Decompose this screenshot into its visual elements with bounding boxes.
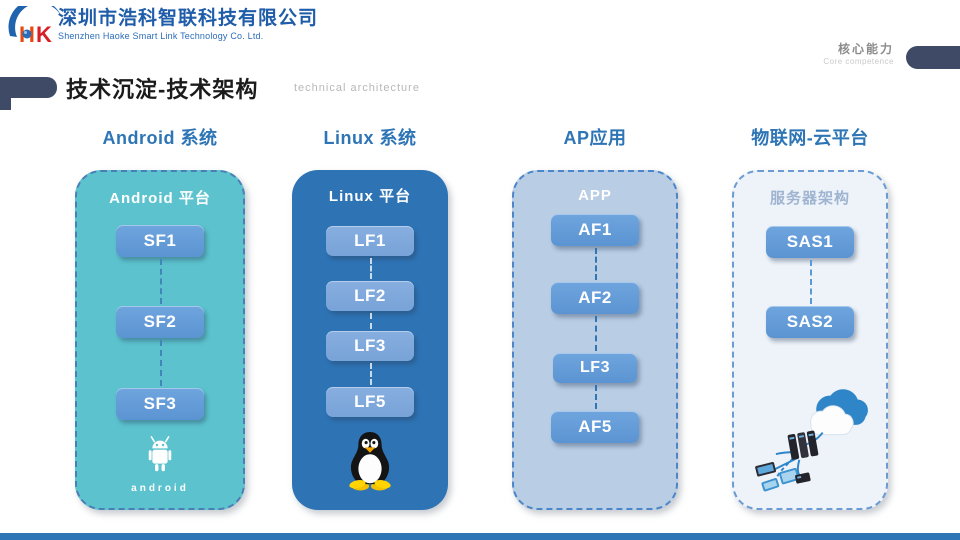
- title-square-shape: [0, 97, 11, 110]
- title-pill-shape: [0, 77, 57, 98]
- connector-line: [160, 259, 162, 304]
- connector-line: [595, 248, 597, 280]
- section-label-cn: 核心能力: [837, 42, 894, 56]
- arch-node-af2: AF2: [551, 282, 639, 314]
- android-robot-icon: [148, 436, 172, 472]
- logo-swoosh-icon: H K: [8, 0, 62, 47]
- column-header-iot: 物联网-云平台: [751, 128, 869, 148]
- connector-line: [370, 363, 372, 385]
- panel-title-ap: APP: [578, 187, 612, 204]
- arch-node-lf3: LF3: [326, 331, 414, 361]
- column-header-ap: AP应用: [563, 128, 627, 148]
- connector-line: [370, 258, 372, 279]
- arch-node-af1: AF1: [551, 214, 639, 246]
- column-header-android: Android 系统: [102, 128, 218, 148]
- arch-node-sas1: SAS1: [766, 226, 854, 258]
- linux-logo-block: [292, 428, 448, 497]
- arch-node-sf1: SF1: [116, 225, 204, 257]
- footer-bar: [0, 533, 960, 540]
- arch-node-sf2: SF2: [116, 306, 204, 338]
- connector-line: [595, 316, 597, 351]
- section-label: 核心能力 Core competence: [823, 42, 894, 67]
- arch-node-lf5: LF5: [326, 387, 414, 417]
- column-header-linux: Linux 系统: [323, 128, 417, 148]
- tux-penguin-icon: [349, 431, 391, 491]
- cloud-network-icon: [755, 389, 868, 492]
- company-name-en: Shenzhen Haoke Smart Link Technology Co.…: [58, 30, 264, 41]
- cloud-network-block: [734, 382, 886, 499]
- page-subtitle: technical architecture: [294, 82, 420, 94]
- corner-pill-shape: [906, 46, 960, 69]
- connector-line: [810, 260, 812, 304]
- company-name-block: 深圳市浩科智联科技有限公司 Shenzhen Haoke Smart Link …: [58, 8, 319, 42]
- connector-line: [160, 340, 162, 386]
- arch-node-lf2: LF2: [326, 281, 414, 311]
- arch-node-sas2: SAS2: [766, 306, 854, 338]
- section-label-en: Core competence: [823, 57, 894, 66]
- company-name-cn: 深圳市浩科智联科技有限公司: [58, 8, 319, 29]
- panel-android: Android 平台 SF1 SF2 SF3 android: [75, 170, 245, 510]
- android-wordmark: android: [131, 483, 189, 494]
- connector-line: [370, 313, 372, 329]
- android-logo-block: android: [77, 434, 243, 494]
- arch-node-lf1: LF1: [326, 226, 414, 256]
- panel-title-linux: Linux 平台: [328, 188, 412, 205]
- panel-linux: Linux 平台 LF1 LF2 LF3 LF5: [292, 170, 448, 510]
- panel-title-android: Android 平台: [109, 190, 211, 207]
- arch-node-af5: AF5: [551, 411, 639, 443]
- page-title: 技术沉淀-技术架构: [66, 77, 259, 102]
- panel-ap: APP AF1 AF2 LF3 AF5: [512, 170, 678, 510]
- arch-node-lf3-ap: LF3: [553, 353, 637, 383]
- panel-iot: 服务器架构 SAS1 SAS2: [732, 170, 888, 510]
- svg-text:K: K: [36, 22, 52, 47]
- company-logo: H K: [8, 0, 64, 52]
- connector-line: [595, 385, 597, 409]
- arch-node-sf3: SF3: [116, 388, 204, 420]
- panel-title-iot: 服务器架构: [769, 190, 850, 207]
